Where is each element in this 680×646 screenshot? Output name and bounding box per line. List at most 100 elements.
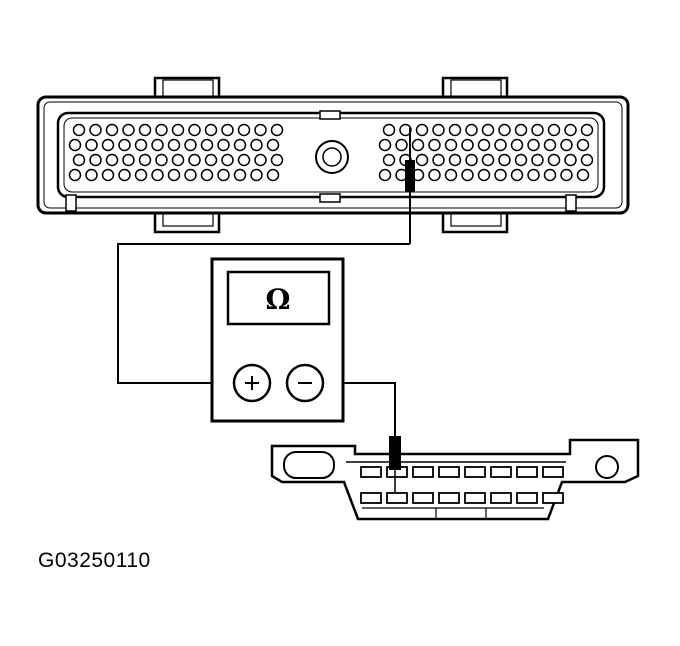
pcm-pin bbox=[184, 168, 197, 182]
pcm-pin bbox=[580, 123, 594, 137]
meter-display: Ω bbox=[266, 283, 291, 316]
pcm-pin bbox=[527, 138, 540, 152]
figure-id-label: G03250110 bbox=[38, 549, 151, 572]
pcm-pin bbox=[167, 138, 181, 152]
pcm-pin bbox=[428, 168, 441, 182]
pcm-pin bbox=[382, 153, 396, 167]
obd-dlc-connector-icon bbox=[270, 438, 640, 521]
pcm-pin bbox=[72, 123, 86, 137]
pcm-pin bbox=[217, 168, 230, 182]
pcm-pin bbox=[527, 168, 540, 182]
pcm-pin bbox=[411, 138, 425, 152]
pcm-pin bbox=[444, 138, 458, 152]
pcm-pin bbox=[233, 168, 247, 182]
pcm-pin bbox=[415, 123, 429, 137]
pcm-pin bbox=[494, 138, 507, 152]
dlc-pin bbox=[464, 492, 486, 504]
pcm-pin bbox=[543, 138, 557, 152]
dlc-pin bbox=[360, 466, 382, 478]
dlc-pin bbox=[438, 466, 460, 478]
pcm-pin bbox=[461, 138, 474, 152]
pcm-probe-icon bbox=[405, 128, 415, 244]
pcm-pin bbox=[564, 123, 577, 137]
pcm-pin bbox=[576, 168, 590, 182]
pcm-pin bbox=[250, 138, 263, 152]
pcm-pin bbox=[510, 168, 524, 182]
pcm-pin bbox=[155, 153, 168, 167]
pcm-pin bbox=[432, 123, 445, 137]
pcm-pin bbox=[477, 168, 491, 182]
pcm-pin bbox=[494, 168, 507, 182]
pcm-pin bbox=[266, 138, 280, 152]
pcm-pin bbox=[477, 138, 491, 152]
pcm-pin bbox=[151, 168, 164, 182]
pcm-pin bbox=[564, 153, 577, 167]
dlc-pin bbox=[516, 466, 538, 478]
pcm-pin bbox=[171, 153, 185, 167]
pcm-pin bbox=[200, 138, 214, 152]
pcm-pin bbox=[134, 168, 148, 182]
dlc-pin bbox=[490, 466, 512, 478]
dlc-pin bbox=[542, 492, 564, 504]
pcm-pin bbox=[105, 153, 119, 167]
pcm-pin bbox=[547, 123, 561, 137]
dlc-pin bbox=[438, 492, 460, 504]
pcm-pin bbox=[204, 153, 218, 167]
pcm-pin bbox=[250, 168, 263, 182]
pcm-pin bbox=[105, 123, 119, 137]
dlc-pin bbox=[360, 492, 382, 504]
pcm-pin bbox=[444, 168, 458, 182]
pcm-pin bbox=[155, 123, 168, 137]
pcm-pin bbox=[547, 153, 561, 167]
pcm-pin bbox=[151, 138, 164, 152]
pcm-pin bbox=[89, 123, 102, 137]
pcm-pin bbox=[118, 168, 131, 182]
ohmmeter-icon: Ω bbox=[210, 257, 345, 423]
pcm-pin bbox=[481, 153, 495, 167]
pcm-pin bbox=[448, 153, 462, 167]
pcm-pin bbox=[233, 138, 247, 152]
pcm-pin bbox=[254, 153, 267, 167]
dlc-pin bbox=[386, 492, 408, 504]
dlc-pin bbox=[542, 466, 564, 478]
pcm-pin bbox=[138, 123, 152, 137]
pcm-pin-grid bbox=[68, 123, 594, 182]
pcm-pin bbox=[122, 153, 135, 167]
pcm-pin bbox=[188, 123, 201, 137]
pcm-pin bbox=[270, 153, 284, 167]
dlc-pin bbox=[412, 466, 434, 478]
pcm-pin bbox=[378, 138, 392, 152]
pcm-pin bbox=[167, 168, 181, 182]
pcm-pin bbox=[580, 153, 594, 167]
pcm-pin bbox=[543, 168, 557, 182]
pcm-pin bbox=[89, 153, 102, 167]
pcm-pin bbox=[85, 138, 98, 152]
pcm-pin bbox=[378, 168, 392, 182]
pcm-pin bbox=[560, 138, 573, 152]
pcm-pin bbox=[237, 123, 251, 137]
pcm-pin bbox=[465, 123, 478, 137]
pcm-pin bbox=[498, 123, 511, 137]
pcm-pin bbox=[171, 123, 185, 137]
pcm-pin bbox=[531, 153, 544, 167]
pcm-pin bbox=[217, 138, 230, 152]
pcm-pin bbox=[184, 138, 197, 152]
pcm-pin bbox=[461, 168, 474, 182]
pcm-pin bbox=[514, 123, 528, 137]
pcm-pin bbox=[576, 138, 590, 152]
pcm-pin bbox=[465, 153, 478, 167]
pcm-pin bbox=[200, 168, 214, 182]
pcm-pin bbox=[221, 153, 234, 167]
pcm-pin bbox=[415, 153, 429, 167]
dlc-pin bbox=[412, 492, 434, 504]
dlc-pin-rows bbox=[360, 466, 564, 504]
pcm-pin bbox=[254, 123, 267, 137]
pcm-pin bbox=[448, 123, 462, 137]
pcm-pin bbox=[514, 153, 528, 167]
pcm-pin bbox=[432, 153, 445, 167]
pcm-pin bbox=[204, 123, 218, 137]
pcm-pin bbox=[72, 153, 86, 167]
pcm-pin bbox=[270, 123, 284, 137]
dlc-pin bbox=[490, 492, 512, 504]
